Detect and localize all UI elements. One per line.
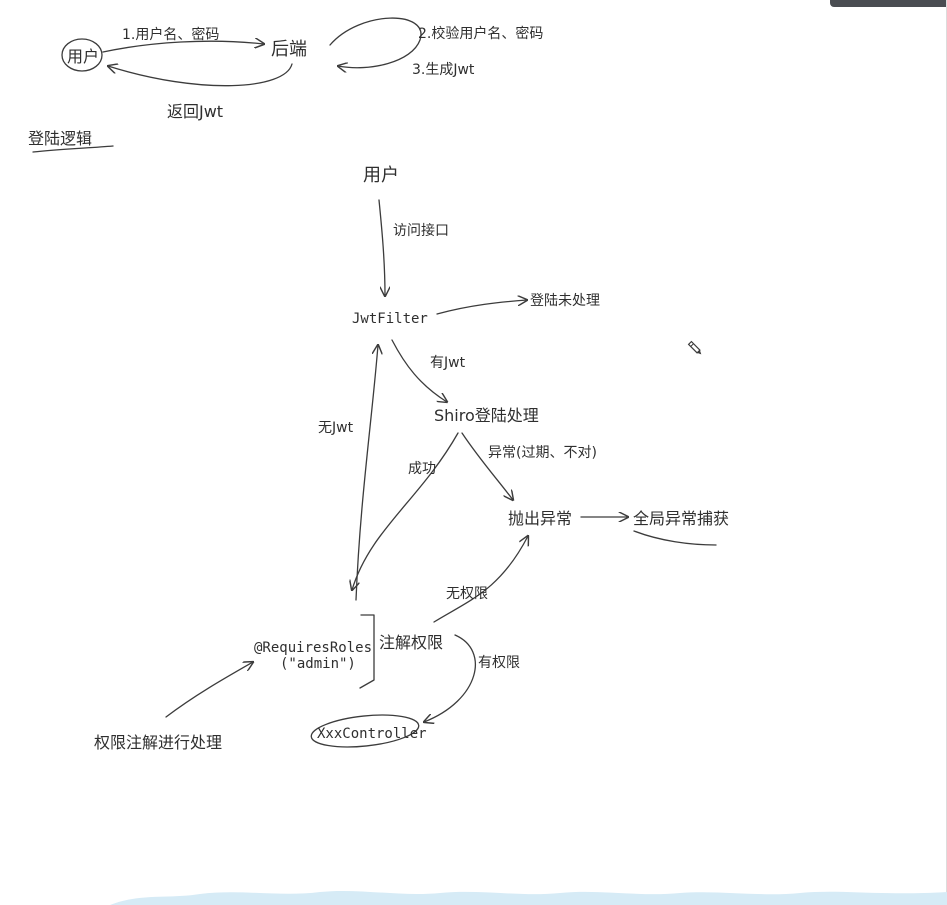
login-flow: 用户 1.用户名、密码 后端 2.校验用户名、密码 3.生成Jwt 返回Jwt …: [28, 17, 543, 153]
auth-access-label: 访问接口: [393, 222, 449, 239]
login-generate-label: 3.生成Jwt: [412, 62, 475, 78]
auth-flow: 用户 访问接口 JwtFilter 登陆未处理 有Jwt Shiro登陆处理 无…: [94, 165, 729, 752]
auth-error-label: 异常(过期、不对): [488, 445, 597, 461]
login-send-arrow: [102, 41, 264, 53]
auth-bracket: [359, 614, 375, 689]
login-loop-arrow: [329, 17, 422, 68]
login-send-label: 1.用户名、密码: [122, 26, 219, 43]
auth-access-arrow: [378, 199, 385, 296]
auth-global-label: 全局异常捕获: [633, 509, 729, 528]
login-verify-label: 2.校验用户名、密码: [418, 25, 543, 42]
auth-not-logged-label: 登陆未处理: [530, 293, 600, 309]
auth-success-arrow: [352, 432, 459, 590]
auth-annotation-note-arrow: [165, 662, 253, 718]
auth-user-label: 用户: [363, 165, 399, 186]
auth-has-perm-label: 有权限: [478, 655, 520, 671]
login-return-arrow: [108, 64, 293, 87]
login-user-circle: [61, 38, 103, 72]
auth-controller-label: XxxController: [317, 726, 427, 742]
auth-annotation-label: @RequiresRoles: [254, 640, 372, 656]
auth-has-jwt-label: 有Jwt: [430, 355, 466, 371]
auth-no-perm-label: 无权限: [446, 586, 488, 602]
auth-annotation-arg: ("admin"): [280, 656, 356, 672]
auth-has-jwt-arrow: [391, 339, 447, 402]
auth-perm-check-label: 注解权限: [379, 633, 443, 652]
login-backend-label: 后端: [271, 39, 307, 60]
auth-no-perm-arrow: [433, 536, 528, 623]
auth-throw-label: 抛出异常: [508, 509, 572, 528]
login-return-label: 返回Jwt: [167, 102, 223, 121]
window-tab-handle[interactable]: [830, 0, 947, 7]
auth-filter-label: JwtFilter: [352, 311, 428, 327]
auth-shiro-label: Shiro登陆处理: [434, 406, 539, 425]
auth-not-logged-arrow: [436, 300, 527, 315]
auth-no-jwt-label: 无Jwt: [318, 420, 354, 436]
login-section-title: 登陆逻辑: [28, 129, 92, 148]
auth-success-label: 成功: [408, 461, 436, 477]
auth-has-perm-arrow: [424, 634, 477, 722]
auth-error-arrow: [461, 432, 513, 500]
auth-annotation-note: 权限注解进行处理: [94, 733, 222, 752]
login-title-underline: [32, 145, 114, 153]
auth-controller-ellipse: [310, 714, 420, 748]
pencil-icon: [687, 340, 702, 355]
login-user-label: 用户: [67, 47, 99, 66]
auth-no-jwt-arrow: [355, 345, 378, 601]
auth-global-underline: [633, 530, 717, 546]
bottom-wave-decoration: [110, 890, 947, 905]
